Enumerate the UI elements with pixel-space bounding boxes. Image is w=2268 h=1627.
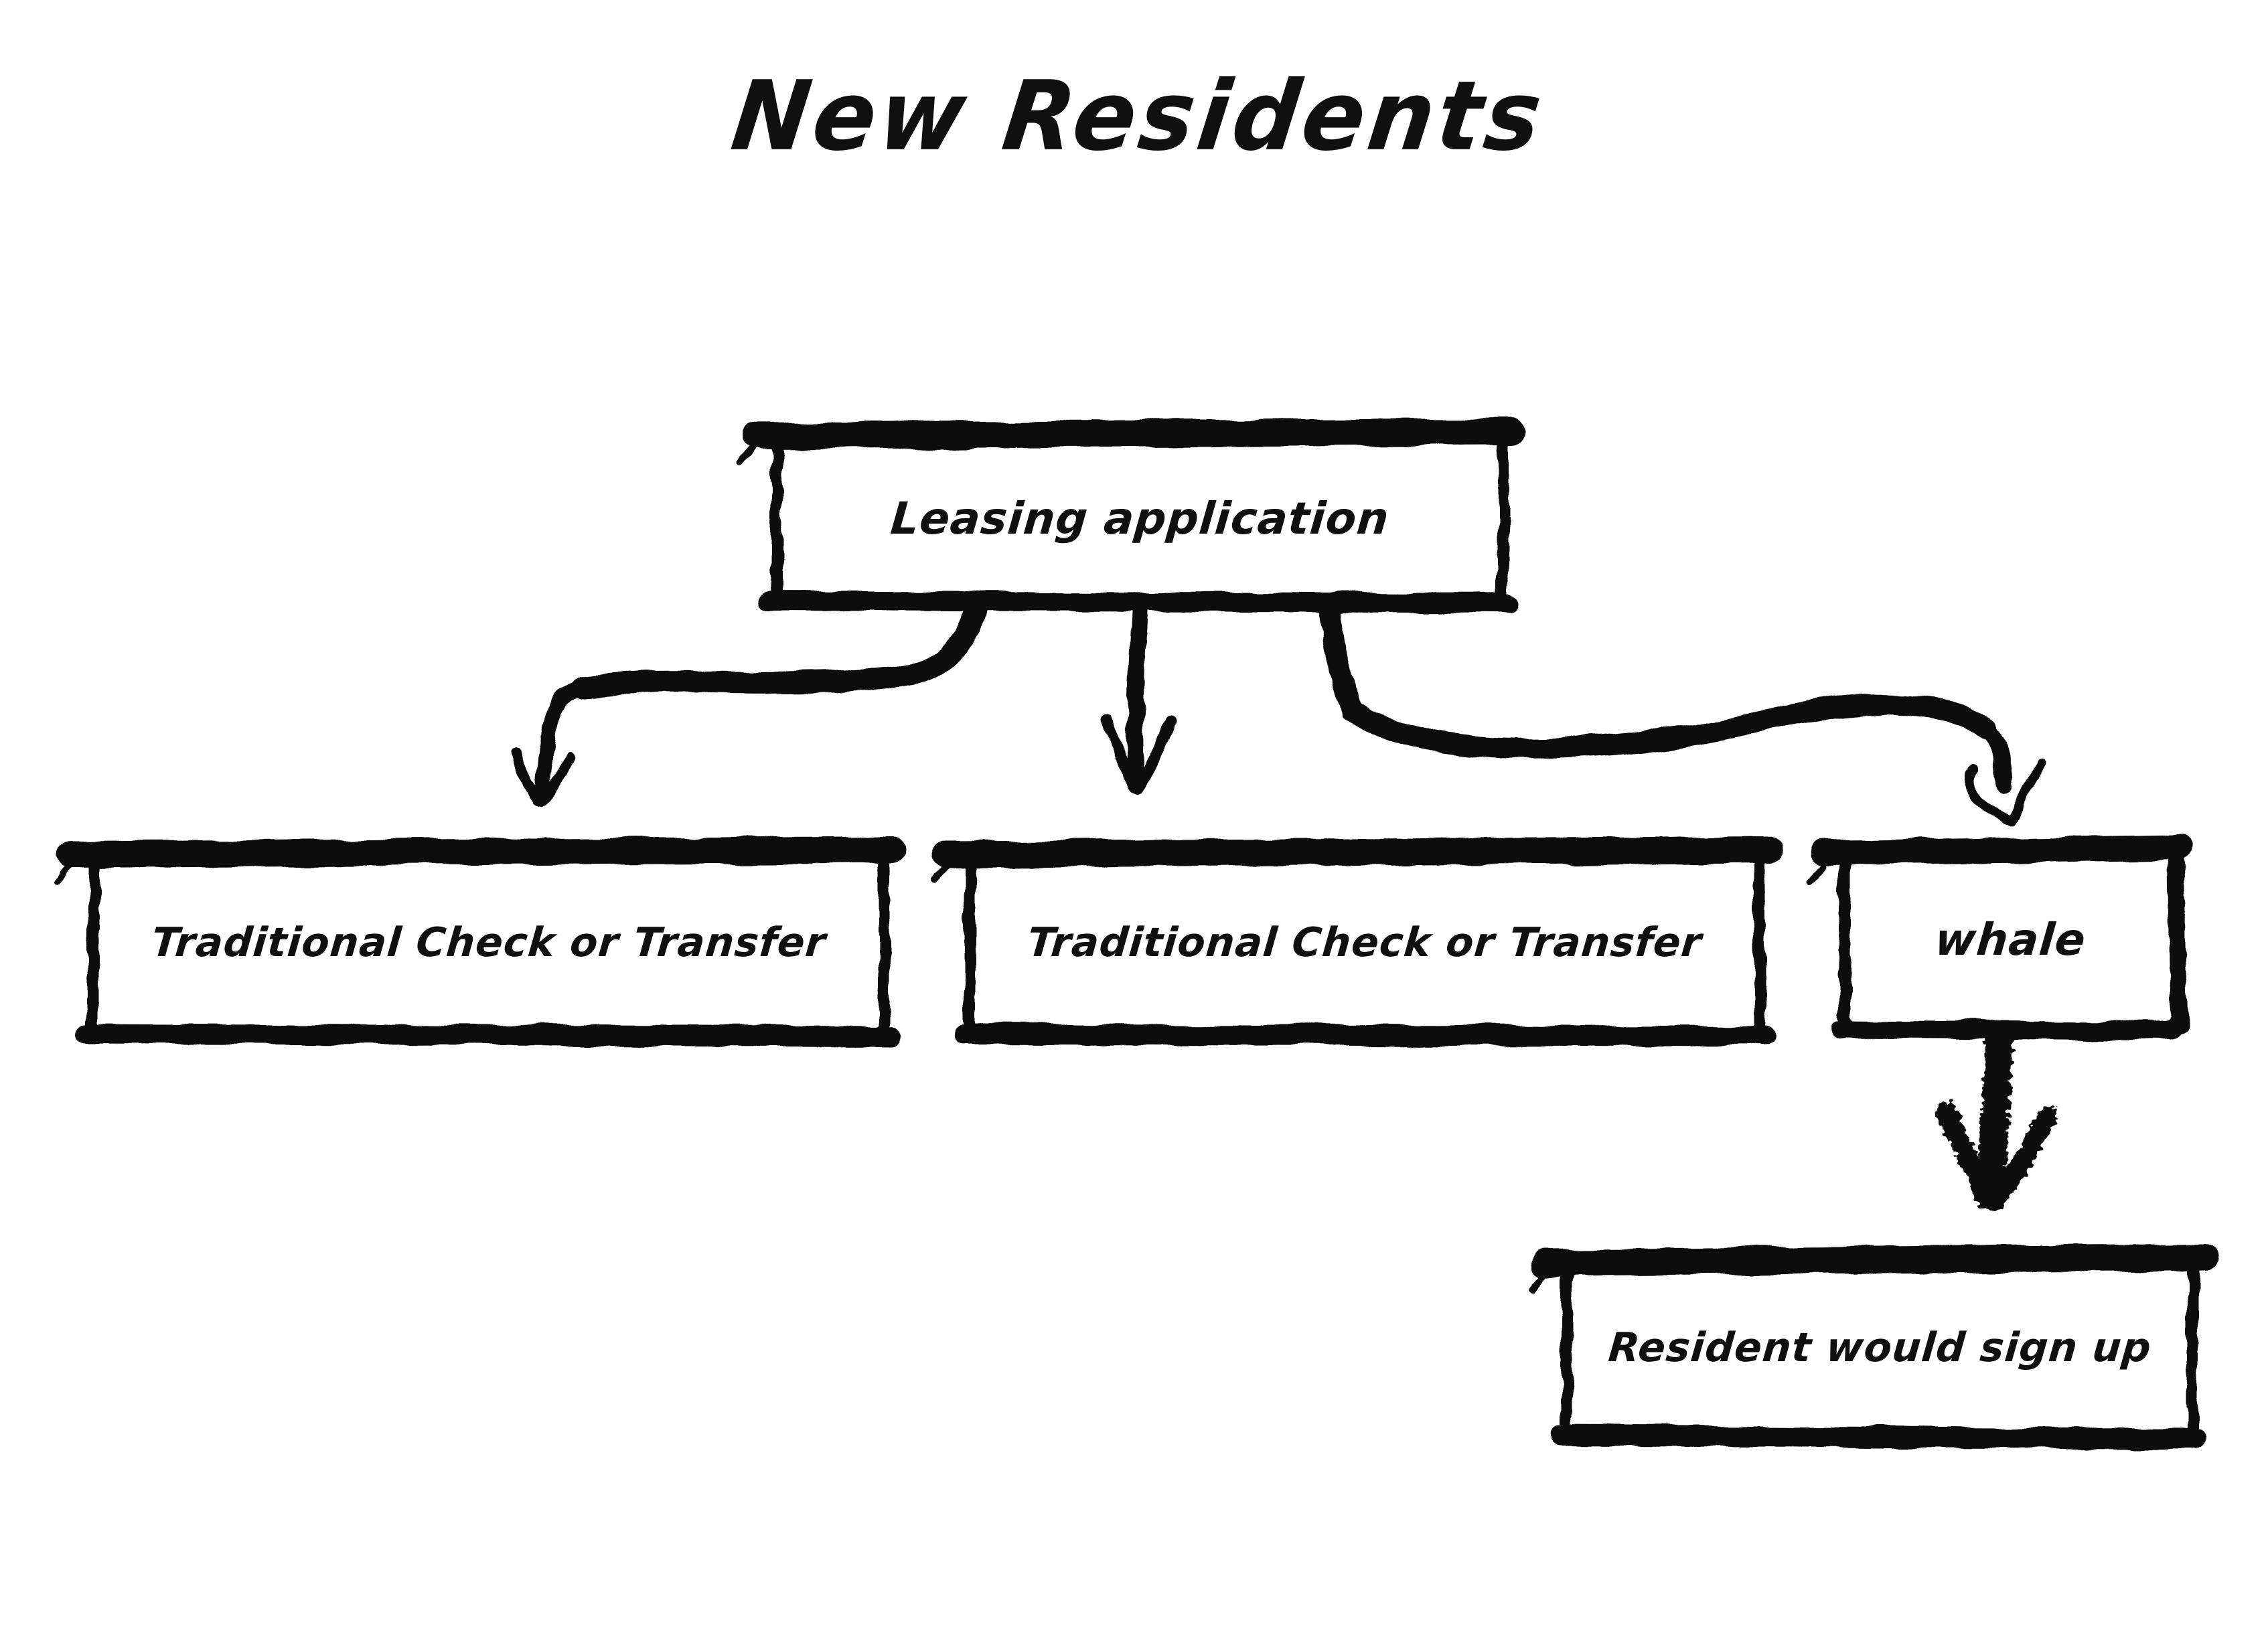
arrow-head [1133,716,1176,797]
node-bottom-stroke [760,591,1518,613]
arrow-head [511,745,544,807]
node-label-resident-would-sign-up: Resident would sign up [1560,1261,2201,1434]
node-top-stroke [742,418,1525,449]
node-label-whale: whale [1837,852,2184,1027]
node-top-stroke [58,836,908,868]
node-label-text: Leasing application [889,492,1391,544]
node-label-traditional-check-or-transfer-middle: Traditional Check or Transfer [962,854,1767,1031]
node-border-whale [1805,835,2193,1040]
pen-flick [53,862,74,884]
pen-flick [930,862,952,884]
arrow-head [538,752,575,808]
node-label-text: whale [1933,913,2089,965]
node-bottom-stroke [77,1024,901,1047]
node-right-stroke [2168,847,2187,1033]
node-label-traditional-check-or-transfer-left: Traditional Check or Transfer [86,854,891,1031]
node-label-text: Traditional Check or Transfer [1025,919,1704,966]
diagram-title-text: New Residents [726,60,1551,172]
pen-flick [1805,864,1826,886]
node-top-stroke [933,836,1784,868]
node-label-text: Resident would sign up [1606,1324,2153,1371]
node-border-traditional-middle [930,836,1784,1047]
edge-leasing-to-traditional-middle [1101,603,1176,797]
arrow-head [1963,763,2012,826]
node-border-traditional-left [53,836,908,1047]
node-bottom-stroke [1550,1425,2208,1449]
arrow-head [1983,1105,2058,1211]
arrow-head [1101,712,1141,795]
pen-flick [1529,1270,1550,1293]
arrow-head [1936,1101,1997,1209]
node-top-stroke [1531,1244,2218,1276]
node-label-leasing-application: Leasing application [769,437,1510,600]
node-bottom-stroke [954,1024,1776,1047]
edge-whale-to-resident-sign-up [1936,1024,2058,1211]
node-label-text: Traditional Check or Transfer [149,919,828,966]
node-border-leasing-application [737,418,1525,613]
diagram-title: New Residents [702,57,1574,175]
node-border-resident-sign-up [1529,1244,2218,1449]
edge-leasing-to-whale [1319,601,2044,828]
arrow-head [2006,759,2044,828]
pen-flick [737,443,759,467]
edge-leasing-to-traditional-left [511,598,986,808]
node-top-stroke [1810,835,2193,866]
